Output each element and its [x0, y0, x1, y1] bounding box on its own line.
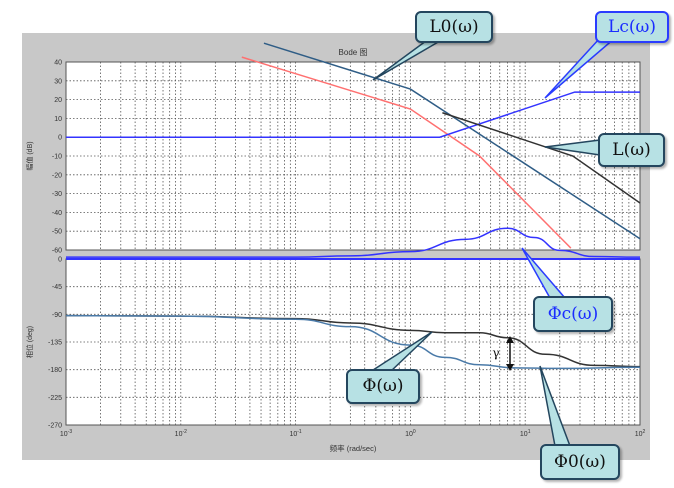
- frequency-tick-label: 102: [635, 429, 646, 438]
- callout-Phi: Φ(ω): [346, 369, 420, 404]
- phase-axis-label: 相位 (deg): [25, 326, 34, 358]
- phase-tick-label: -135: [48, 340, 62, 347]
- magnitude-tick-label: 40: [54, 60, 62, 67]
- series-lc-line: [66, 91, 640, 138]
- magnitude-tick-label: 30: [54, 78, 62, 85]
- series-l-line: [442, 112, 641, 204]
- callout-Lc: Lc(ω): [595, 11, 669, 43]
- magnitude-tick-label: -30: [52, 191, 62, 198]
- frequency-tick-label: 10-2: [175, 429, 187, 438]
- phase-tick-label: -90: [52, 312, 62, 319]
- magnitude-tick-label: 10: [54, 116, 62, 123]
- magnitude-tick-label: 20: [54, 97, 62, 104]
- chart-title: Bode 图: [339, 48, 368, 57]
- frequency-tick-label: 100: [405, 429, 416, 438]
- frequency-axis-label: 频率 (rad/sec): [330, 443, 377, 453]
- magnitude-tick-label: 0: [58, 135, 62, 142]
- magnitude-tick-label: -40: [52, 210, 62, 217]
- magnitude-tick-label: -60: [52, 248, 62, 255]
- phase-tick-label: -180: [48, 367, 62, 374]
- series-c-line: [66, 227, 641, 258]
- callout-L0: L0(ω): [415, 11, 493, 43]
- gamma-label: γ: [492, 346, 499, 360]
- magnitude-tick-label: -10: [52, 154, 62, 161]
- phase-margin-arrow: [506, 336, 514, 371]
- magnitude-axis-label: 幅值 (dB): [25, 141, 34, 170]
- callout-Phic: Φc(ω): [533, 296, 613, 332]
- magnitude-tick-label: -20: [52, 172, 62, 179]
- series-0-line: [65, 314, 641, 370]
- callout-L: L(ω): [598, 133, 665, 167]
- frequency-tick-label: 10-3: [60, 429, 72, 438]
- phase-tick-label: -45: [52, 284, 62, 291]
- series-l0-line: [263, 42, 641, 240]
- phase-tick-label: -270: [48, 423, 62, 430]
- callout-Phi0: Φ0(ω): [540, 444, 620, 480]
- phase-tick-label: -225: [48, 395, 62, 402]
- frequency-tick-label: 10-1: [289, 429, 301, 438]
- phase-tick-label: 0: [58, 257, 62, 264]
- frequency-tick-label: 101: [520, 429, 531, 438]
- magnitude-tick-label: -50: [52, 229, 62, 236]
- series-red-line: [241, 56, 572, 249]
